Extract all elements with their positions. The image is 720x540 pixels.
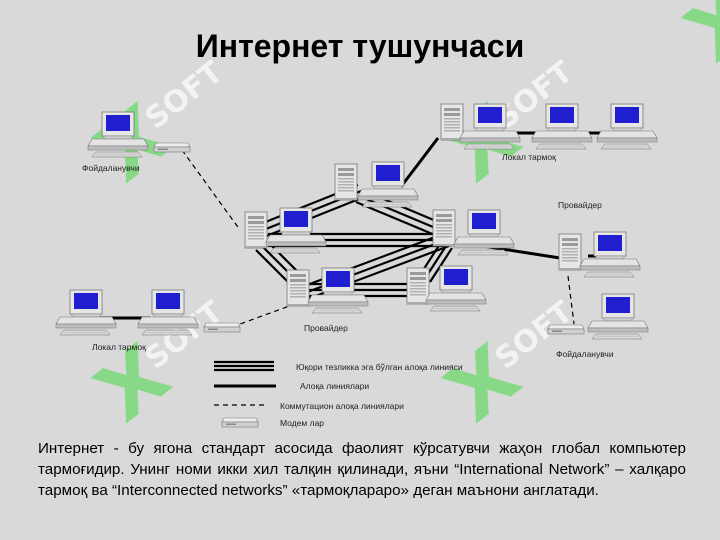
legend-modem-icon xyxy=(221,417,259,428)
legend: Юқори тезликка эга бўлган алоқа линияси … xyxy=(214,360,463,428)
legend-modem-label: Модем лар xyxy=(280,418,324,428)
label-user-top-left: Фойдаланувчи xyxy=(82,163,140,173)
slide-title: Интернет тушунчаси xyxy=(195,28,525,64)
legend-link-label: Алоқа линиялари xyxy=(300,381,369,391)
switched-links xyxy=(181,149,575,328)
slide-description: Интернет - бу ягона стандарт асосида фао… xyxy=(38,440,686,499)
label-provider-right: Провайдер xyxy=(558,200,602,210)
label-local-network-top: Локал тармоқ xyxy=(502,152,556,162)
label-user-bottom-right: Фойдаланувчи xyxy=(556,349,614,359)
label-provider-bottom: Провайдер xyxy=(304,323,348,333)
legend-high-speed-swatch xyxy=(214,360,274,372)
legend-high-speed-label: Юқори тезликка эга бўлган алоқа линияси xyxy=(296,362,463,372)
label-local-network-left: Локал тармоқ xyxy=(92,342,146,352)
legend-switched-label: Коммутацион алоқа линиялари xyxy=(280,401,404,411)
